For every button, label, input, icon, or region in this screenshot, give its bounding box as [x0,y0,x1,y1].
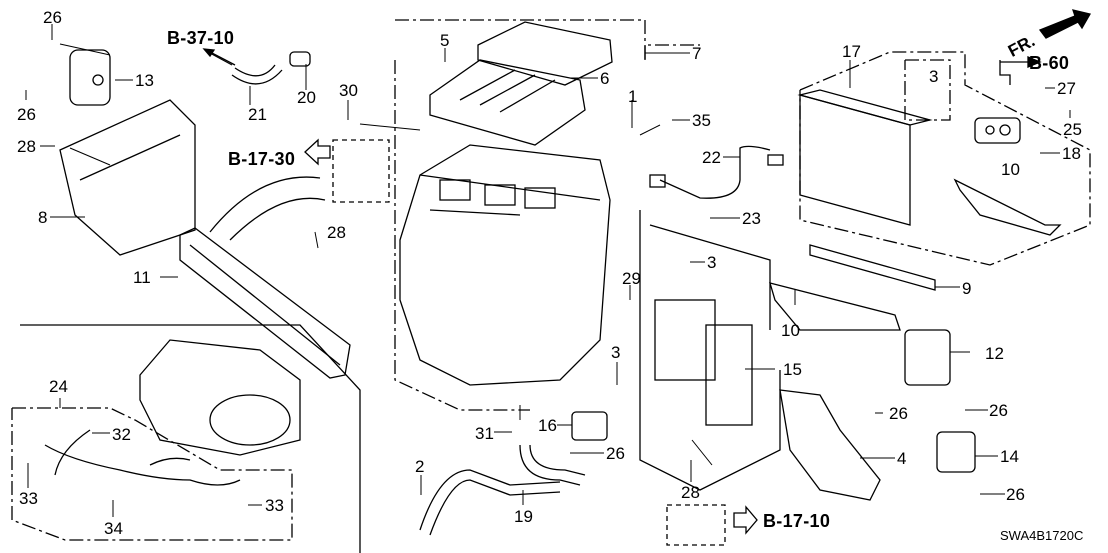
b17-30-arrow-icon [304,138,331,166]
filter-9 [809,244,936,291]
callout-7[interactable]: 7 [692,44,702,63]
callout-3[interactable]: 3 [929,67,939,86]
ref-b-17-30[interactable]: B-17-30 [228,149,296,169]
callout-26[interactable]: 26 [17,105,36,124]
callout-22[interactable]: 22 [702,148,721,167]
diagram-code: SWA4B1720C [1000,528,1084,543]
callout-19[interactable]: 19 [514,507,533,526]
callout-28[interactable]: 28 [681,483,700,502]
ref-b-60[interactable]: B-60 [1029,53,1070,73]
callout-10[interactable]: 10 [781,321,800,340]
callout-10[interactable]: 10 [1001,160,1020,179]
filter-frame-5 [429,59,586,146]
wire-harness-group-outline [11,407,293,541]
ref-b-17-10[interactable]: B-17-10 [763,511,831,531]
actuator-12 [904,329,951,386]
sensor-22 [649,145,784,199]
callout-5[interactable]: 5 [440,31,450,50]
filter-frame-6 [477,21,613,86]
callout-33[interactable]: 33 [265,496,284,515]
callout-8[interactable]: 8 [38,208,48,227]
callout-13[interactable]: 13 [135,71,154,90]
wire-harness-24 [44,429,241,486]
hose-19 [419,444,586,536]
callout-11[interactable]: 11 [133,268,151,287]
callout-15[interactable]: 15 [783,360,802,379]
evaporator-17 [797,89,933,226]
blower-group-outline [20,324,361,553]
callout-26[interactable]: 26 [989,401,1008,420]
b17-10-arrow-icon [733,505,758,535]
callout-1[interactable]: 1 [628,87,638,106]
callout-25[interactable]: 25 [1063,120,1082,139]
callout-3[interactable]: 3 [611,343,621,362]
callout-32[interactable]: 32 [112,425,131,444]
lower-duct-group-outline [639,210,781,491]
expansion-valve-18 [974,117,1021,144]
callout-35[interactable]: 35 [692,111,711,130]
resistor-16 [571,411,608,441]
callout-26[interactable]: 26 [889,404,908,423]
leader-lines [25,24,1071,517]
evaporator-group-outline [799,51,1091,266]
callout-6[interactable]: 6 [600,69,610,88]
heater-cover-8 [59,99,196,256]
callout-26[interactable]: 26 [1006,485,1025,504]
callout-34[interactable]: 34 [104,519,123,538]
callout-14[interactable]: 14 [1000,447,1019,466]
callout-9[interactable]: 9 [962,279,972,298]
ref-arrows [202,9,1091,535]
callout-31[interactable]: 31 [475,424,494,443]
callout-28[interactable]: 28 [17,137,36,156]
heater-core-11 [179,176,351,379]
callout-24[interactable]: 24 [49,377,68,396]
callout-3[interactable]: 3 [707,253,717,272]
blower-unit [139,339,301,456]
callout-26[interactable]: 26 [606,444,625,463]
b17-10-box [666,504,726,546]
b17-30-box [332,139,390,203]
drain-pan-10-lower [769,282,901,331]
callout-17[interactable]: 17 [842,42,861,61]
duct-15 [654,299,753,426]
callout-12[interactable]: 12 [985,344,1004,363]
callout-27[interactable]: 27 [1057,79,1076,98]
callout-30[interactable]: 30 [339,81,358,100]
callout-26[interactable]: 26 [43,8,62,27]
hose-21 [231,64,283,85]
actuator-13 [69,49,111,106]
front-arrow-icon [1038,9,1091,39]
main-housing-group-outline [394,19,700,411]
heater-housing [399,144,611,386]
callout-29[interactable]: 29 [622,269,641,288]
ref-b-37-10[interactable]: B-37-10 [167,28,235,48]
callout-23[interactable]: 23 [742,209,761,228]
drain-pan-10-upper [953,178,1062,236]
callout-4[interactable]: 4 [897,449,907,468]
callout-21[interactable]: 21 [248,105,267,124]
pipe-20 [289,51,311,67]
duct-4 [779,389,881,501]
callout-28[interactable]: 28 [327,223,346,242]
callout-20[interactable]: 20 [297,88,316,107]
actuator-14 [936,431,976,473]
callout-16[interactable]: 16 [538,416,557,435]
callout-18[interactable]: 18 [1062,144,1081,163]
callout-33[interactable]: 33 [19,489,38,508]
callout-2[interactable]: 2 [415,457,425,476]
